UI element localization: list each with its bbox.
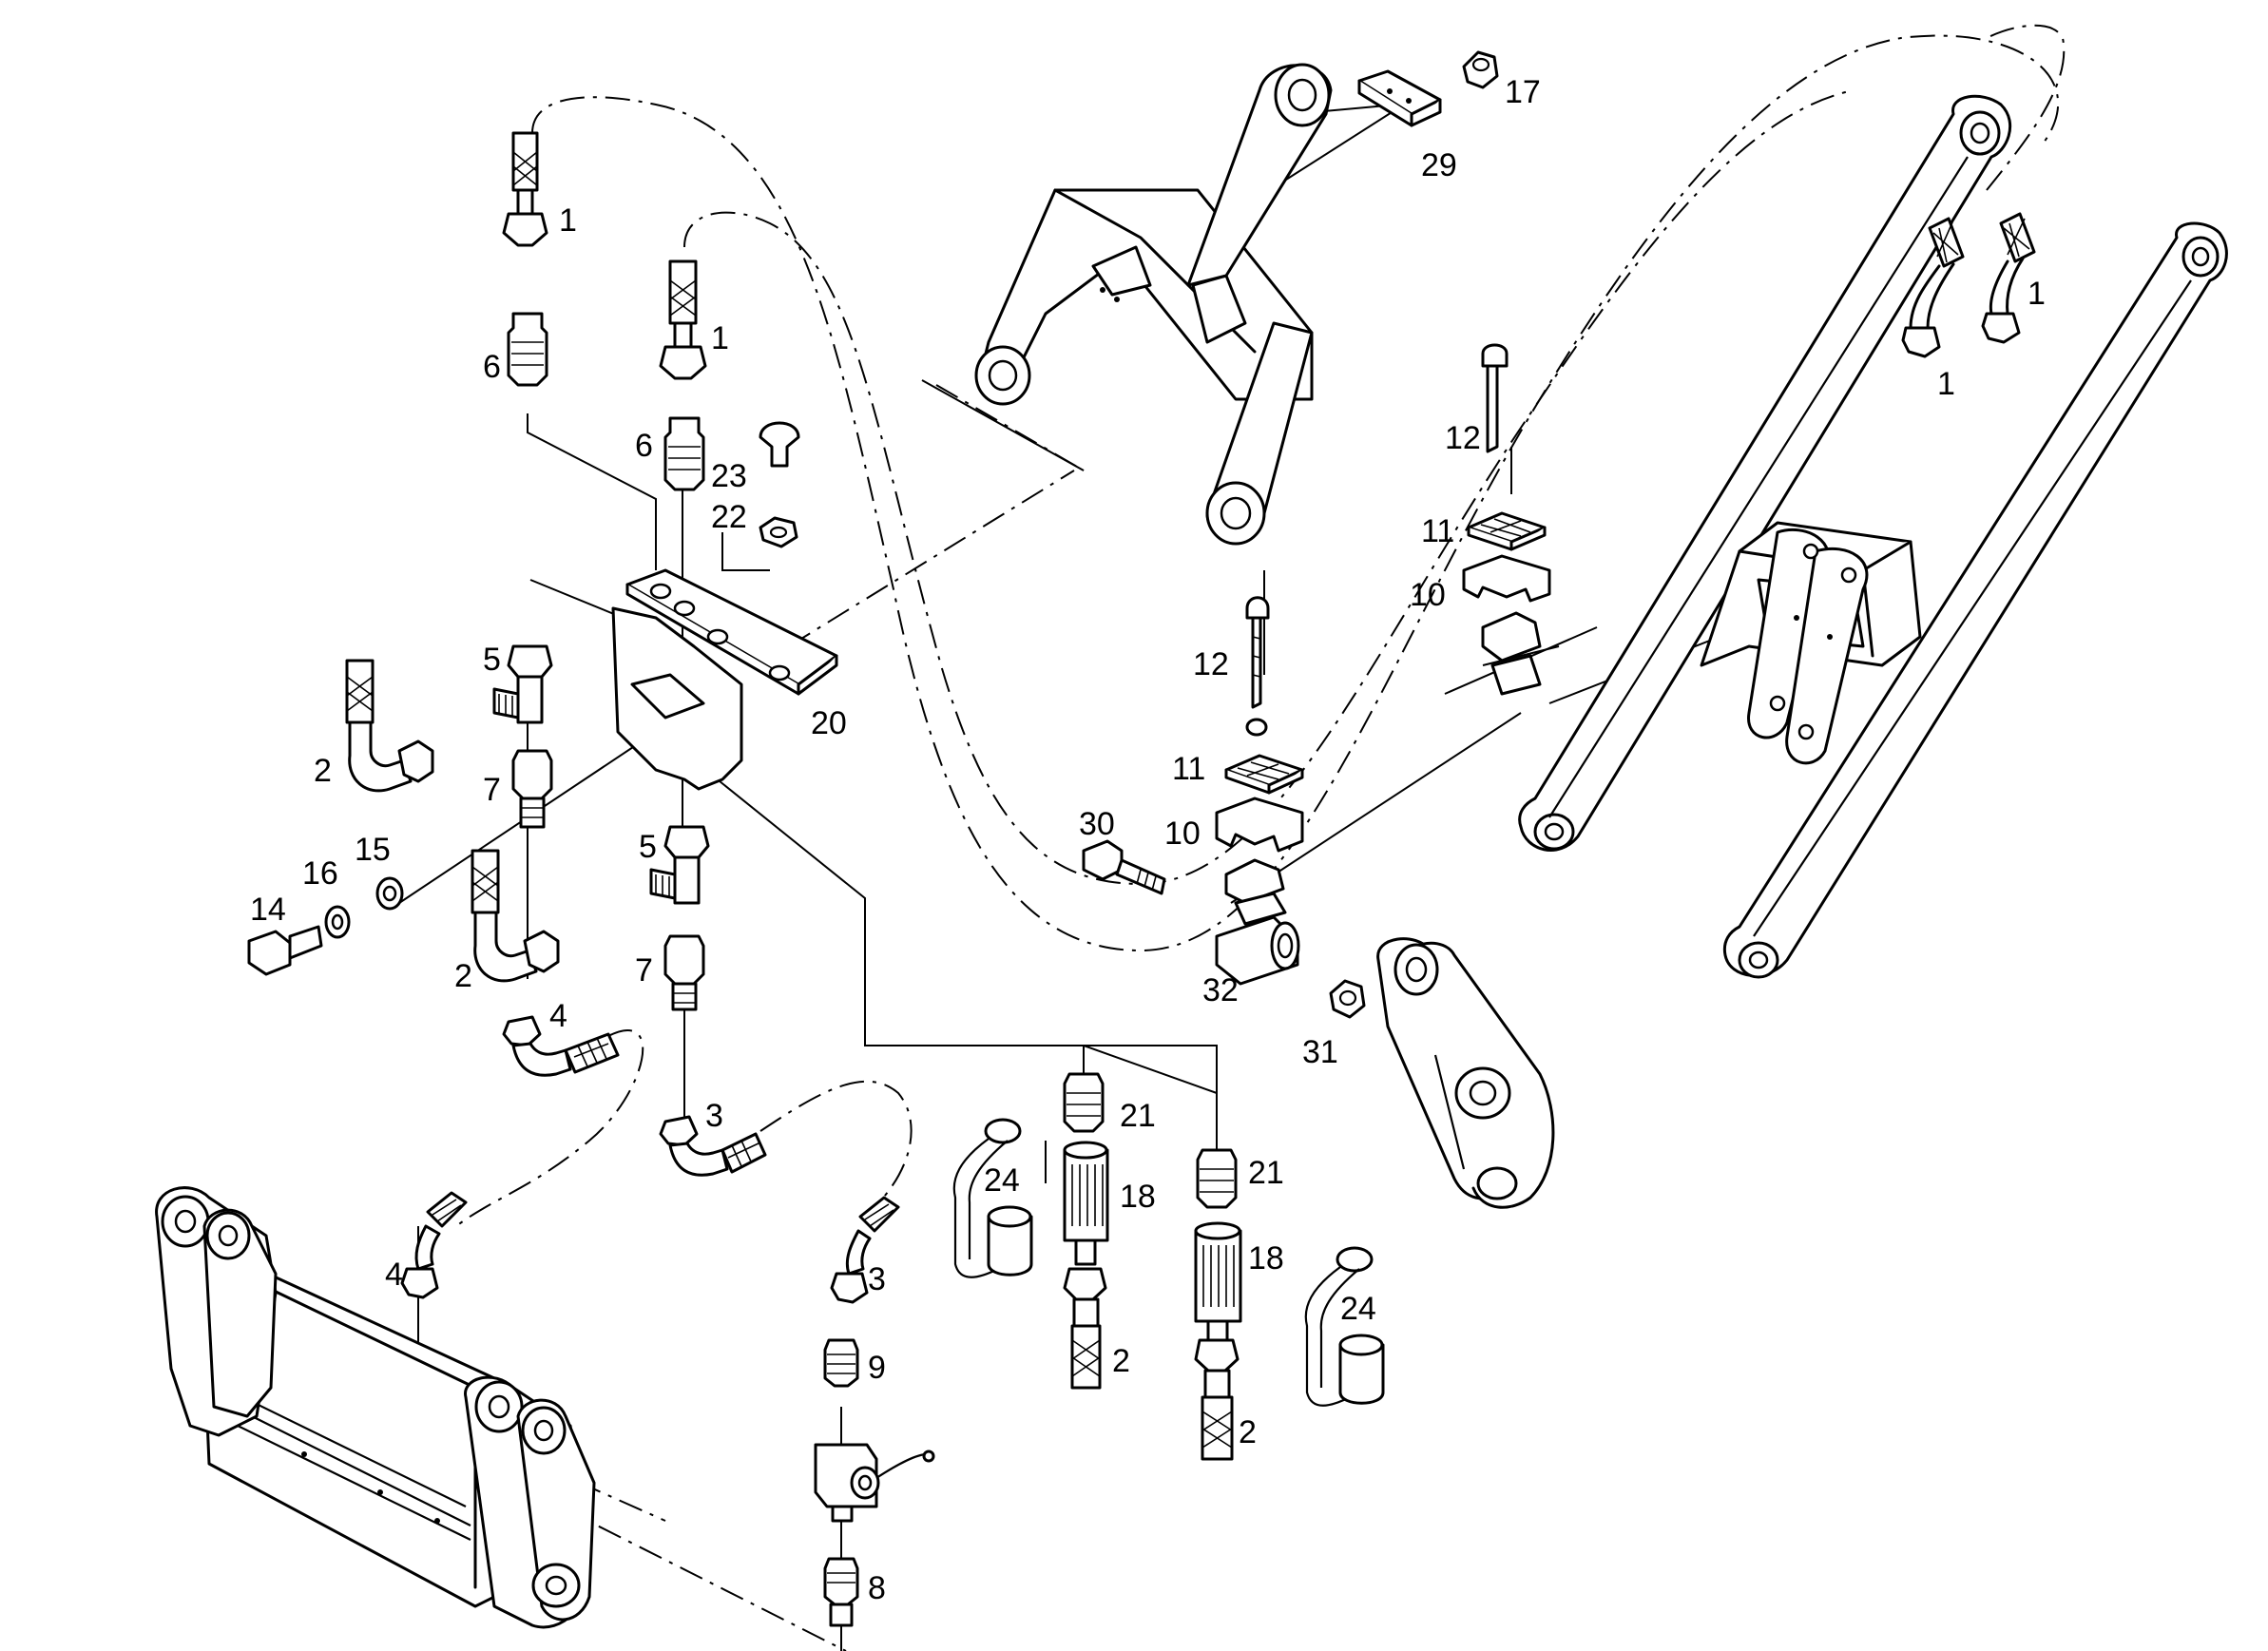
callout-18-b: 18: [1248, 1240, 1284, 1277]
washer-part-16: [324, 905, 351, 939]
callout-8: 8: [868, 1570, 886, 1606]
callout-2-a: 2: [314, 753, 332, 789]
callout-6-a: 6: [483, 349, 501, 385]
callout-9: 9: [868, 1350, 886, 1386]
rivet-part-23: [759, 421, 800, 468]
sleeve-part-32: [1215, 915, 1300, 986]
callout-1-d: 1: [1937, 366, 1955, 402]
callout-labels: 1 1 1 1 6 6 23 22 5 5 20 2 2 2 2 7 7 15 …: [250, 74, 2046, 1606]
elbow-part-3-upper: [659, 1115, 767, 1177]
right-loader-frame: [1518, 94, 2228, 979]
coupler-part-21-right: [1196, 1148, 1238, 1209]
adapter-part-7-lower: [663, 934, 705, 1011]
callout-16: 16: [302, 855, 338, 892]
callout-20: 20: [811, 705, 847, 741]
callout-2-c: 2: [1112, 1343, 1130, 1379]
mounting-bracket-part-20: [611, 568, 838, 791]
callout-3-b: 3: [868, 1261, 886, 1297]
callout-21-b: 21: [1248, 1155, 1284, 1191]
callout-24-a: 24: [984, 1162, 1020, 1199]
callout-1-c: 1: [2028, 276, 2046, 312]
callout-2-b: 2: [454, 958, 472, 994]
callout-4-b: 4: [385, 1257, 403, 1293]
callout-21-a: 21: [1120, 1098, 1156, 1134]
callout-3-a: 3: [705, 1098, 723, 1134]
callout-10-b: 10: [1164, 816, 1201, 852]
callout-29: 29: [1421, 147, 1457, 183]
hose-end-part-2-left: [1063, 1267, 1107, 1390]
callout-11-a: 11: [1421, 513, 1454, 549]
upper-arm-bracket: [974, 63, 1333, 546]
dust-cap-part-24-left: [952, 1118, 1033, 1278]
leader-lines: [398, 102, 1769, 1651]
tee-part-5-lower: [649, 825, 710, 905]
adapter-part-6-left: [507, 312, 548, 387]
callout-30: 30: [1079, 806, 1115, 842]
callout-5-a: 5: [483, 642, 501, 678]
callout-18-a: 18: [1120, 1179, 1156, 1215]
callout-2-d: 2: [1239, 1414, 1257, 1450]
callout-7-b: 7: [635, 952, 653, 989]
nut-part-31: [1329, 979, 1366, 1019]
pivot-bracket-right: [1376, 937, 1555, 1209]
adapter-part-6-centre: [663, 416, 705, 491]
coupler-part-21-left: [1063, 1072, 1105, 1133]
quick-attach-frame: [155, 1186, 596, 1629]
elbow-part-4-lower: [400, 1191, 468, 1299]
coupler-part-18-right: [1194, 1221, 1242, 1342]
callout-11-b: 11: [1172, 751, 1205, 787]
hose-end-part-1-left: [502, 131, 548, 247]
clamp-stack-lower: [1215, 596, 1304, 926]
callout-14: 14: [250, 892, 286, 928]
plate-part-29: [1357, 69, 1442, 127]
callout-12-b: 12: [1193, 646, 1229, 682]
elbow-part-2-lower: [471, 849, 560, 983]
tee-part-5-upper: [492, 644, 553, 724]
hose-end-part-1-centre: [659, 259, 707, 380]
nut-part-17: [1462, 50, 1499, 89]
callout-24-b: 24: [1340, 1291, 1376, 1327]
bolt-part-14: [247, 925, 323, 976]
hose-end-part-2-right: [1194, 1338, 1240, 1461]
nut-part-22: [759, 516, 798, 548]
callout-4-a: 4: [549, 998, 567, 1034]
elbow-part-2-upper: [345, 659, 434, 793]
adapter-part-7-upper: [511, 749, 553, 829]
dust-cap-part-24-right: [1304, 1246, 1385, 1407]
callout-10-a: 10: [1410, 577, 1446, 613]
callout-7-a: 7: [483, 772, 501, 808]
callout-1-b: 1: [711, 320, 729, 356]
right-hose-fittings: [1901, 212, 2036, 358]
callout-31: 31: [1302, 1034, 1338, 1070]
callout-5-b: 5: [639, 829, 657, 865]
elbow-part-3-lower: [830, 1196, 900, 1304]
bolt-part-30: [1082, 839, 1166, 895]
callout-22: 22: [711, 499, 747, 535]
callout-15: 15: [355, 832, 391, 868]
washer-part-15: [375, 876, 404, 911]
adapter-part-8: [823, 1557, 859, 1627]
elbow-part-4-upper: [502, 1015, 620, 1077]
callout-12-a: 12: [1445, 420, 1481, 456]
callout-17: 17: [1505, 74, 1541, 110]
callout-32: 32: [1202, 972, 1239, 1008]
clamp-stack-upper: [1462, 343, 1551, 696]
adapter-part-9: [823, 1338, 859, 1388]
callout-23: 23: [711, 458, 747, 494]
callout-1-a: 1: [559, 202, 577, 239]
shutoff-valve: [814, 1443, 935, 1523]
coupler-part-18-left: [1063, 1141, 1109, 1266]
callout-6-b: 6: [635, 428, 653, 464]
